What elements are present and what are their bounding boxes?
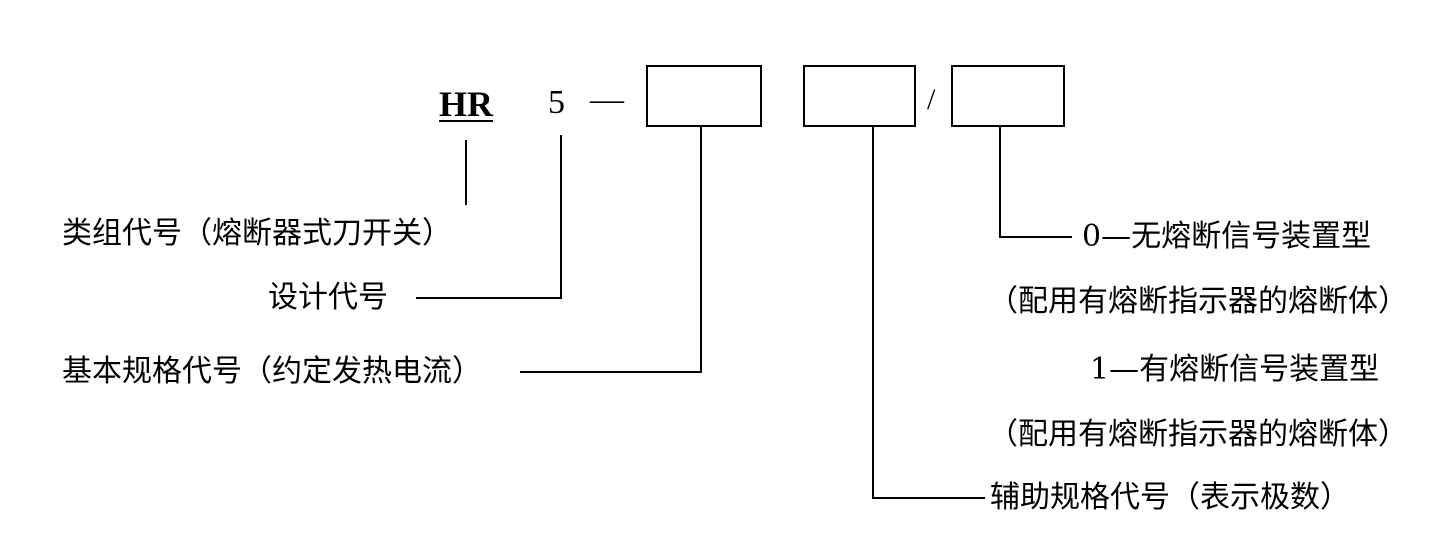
aux-spec-label: 辅助规格代号（表示极数） bbox=[990, 480, 1350, 515]
option-0-note: （配用有熔断指示器的熔断体） bbox=[988, 284, 1408, 319]
slash-separator: / bbox=[927, 83, 936, 116]
signal-type-box bbox=[951, 65, 1065, 127]
option-1-note: （配用有熔断指示器的熔断体） bbox=[988, 417, 1408, 452]
connector-signal-type bbox=[999, 126, 1072, 238]
basic-spec-box bbox=[646, 65, 762, 127]
connector-design bbox=[416, 135, 562, 299]
connector-basic-spec bbox=[520, 126, 702, 373]
design-label: 设计代号 bbox=[268, 280, 388, 315]
aux-spec-box bbox=[803, 65, 916, 127]
option-0-label: 0—无熔断信号装置型 bbox=[1082, 219, 1372, 254]
category-label: 类组代号（熔断器式刀开关） bbox=[62, 216, 452, 251]
basic-spec-label: 基本规格代号（约定发热电流） bbox=[62, 354, 482, 389]
series-code: HR bbox=[439, 84, 493, 124]
connector-aux-spec bbox=[872, 126, 985, 499]
design-number: 5 bbox=[548, 84, 565, 121]
option-1-label: 1—有熔断信号装置型 bbox=[1090, 352, 1380, 387]
dash-separator: — bbox=[590, 81, 624, 118]
